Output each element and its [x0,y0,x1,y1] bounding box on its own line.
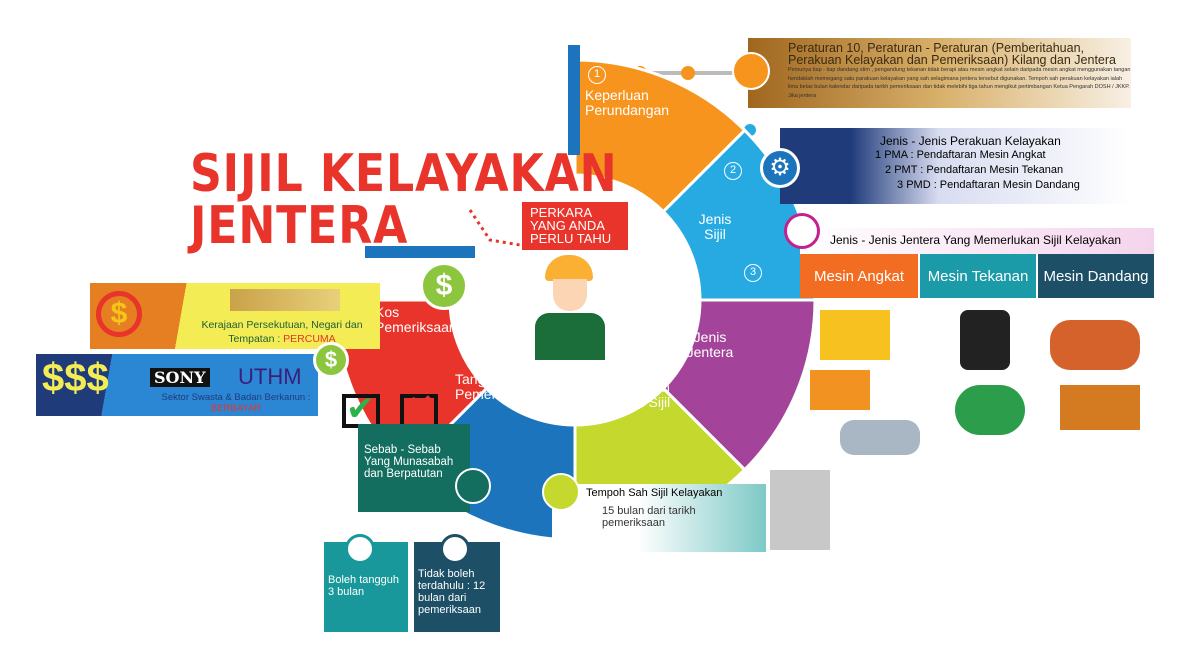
segment-2-number: 2 [724,162,742,180]
gov-cost-text: Kerajaan Persekutuan, Negari dan Tempata… [201,319,363,345]
compressor-image [960,310,1010,370]
machine-types-box: Jenis - Jenis Jentera Yang Memerlukan Si… [800,228,1154,298]
private-cost-text: Sektor Swasta & Badan Berkanun :BERBAYAR [161,392,311,414]
check-icon: ✔ [342,392,380,428]
validity-box: Tempoh Sah Sijil Kelayakan 15 bulan dari… [552,484,766,552]
gear-icon: ⚙ [760,148,800,188]
document-icon [732,52,770,90]
cross-icon: ✘ [400,392,438,428]
center-label: PERKARA YANG ANDA PERLU TAHU [522,202,628,250]
segment-4-label[interactable]: Tempoh Sah Sijil [619,379,671,410]
regulation-box: Peraturan 10, Peraturan - Peraturan (Pem… [748,38,1131,108]
tools-icon [542,473,580,511]
hourglass-icon [440,534,470,564]
boiler-image [1050,320,1140,370]
private-cost-box: $$$ SONY UTHM Sektor Swasta & Badan Berk… [36,354,318,416]
machine-types-title: Jenis - Jenis Jentera Yang Memerlukan Si… [800,228,1154,254]
gov-cost-box: $ Kerajaan Persekutuan, Negari dan Tempa… [90,283,380,349]
cert-type-item: 2 PMT : Pendaftaran Mesin Tekanan [885,164,1064,176]
hourglass-icon [345,534,375,564]
machinery-icon [784,213,820,249]
reason-box: Sebab - Sebab Yang Munasabah dan Berpatu… [358,424,470,512]
segment-4-number: 4 [643,346,661,364]
segment-6-label[interactable]: Kos Pemeriksaan [375,304,457,335]
cert-type-item: 1 PMA : Pendaftaran Mesin Angkat [875,149,1046,161]
regulation-title: Peraturan 10, Peraturan - Peraturan (Pem… [788,41,1116,67]
sony-logo: SONY [150,368,210,387]
segment-5-label[interactable]: Tangguh Pemeriksaan [455,371,537,402]
segment-6-number: 6 [386,264,404,282]
machine-type-pressure[interactable]: Mesin Tekanan [920,254,1036,298]
money-symbol: $$$ [42,356,109,400]
crane-image [820,310,890,360]
pressure-vessel-image [955,385,1025,435]
regulation-body: Pemunya tiap - tiap dandang stim , penga… [788,67,1131,99]
machine-type-lifting[interactable]: Mesin Angkat [800,254,918,298]
segment-5-number: 5 [482,348,500,366]
validity-title: Tempoh Sah Sijil Kelayakan [586,487,723,499]
clipboard-icon [455,468,491,504]
segment-1-number: 1 [588,66,606,84]
cert-types-box: Jenis - Jenis Perakuan Kelayakan 1 PMA :… [780,128,1132,204]
elevator-image [770,470,830,550]
government-crests [230,289,340,311]
dollar-icon: $ [420,262,468,310]
machine-type-boiler[interactable]: Mesin Dandang [1038,254,1154,298]
segment-3-label[interactable]: Jenis Jentera [686,329,734,360]
segment-3-number: 3 [744,264,762,282]
uthm-logo: UTHM [238,364,302,389]
engineer-icon [535,255,605,360]
segment-1-label[interactable]: Keperluan Perundangan [585,87,670,118]
truck-crane-image [810,370,870,410]
dollar-icon-small: $ [313,342,349,378]
boiler2-image [1060,385,1140,430]
validity-body: 15 bulan dari tarikh pemeriksaan [602,505,696,529]
cert-types-title: Jenis - Jenis Perakuan Kelayakan [880,134,1061,148]
segment-2-label[interactable]: Jenis Sijil [698,211,732,242]
car-lift-image [840,420,920,455]
no-money-icon: $ [96,291,142,337]
cert-type-item: 3 PMD : Pendaftaran Mesin Dandang [897,179,1080,191]
